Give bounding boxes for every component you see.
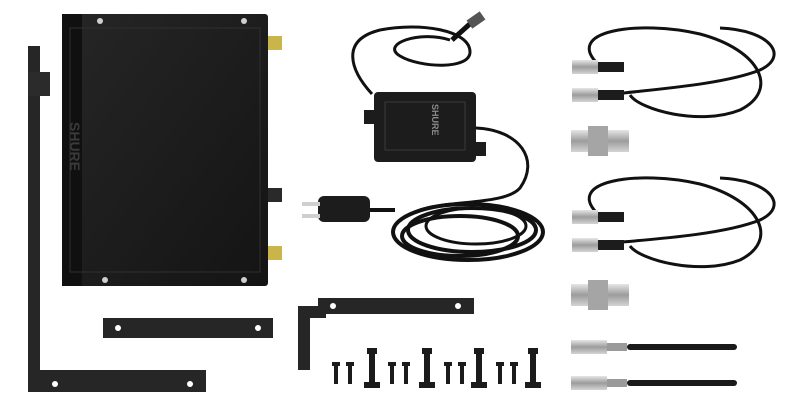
screw [525,348,541,388]
screw [332,362,340,384]
screw [458,362,466,384]
whip-antenna [571,340,737,354]
antenna-cable-2 [572,176,776,269]
screw [444,362,452,384]
screw [471,348,487,388]
receiver-brand-text: SHURE [67,122,83,171]
screw [364,348,380,388]
mounting-screws [332,348,541,388]
wireless-receiver: SHURE [62,14,282,286]
antenna-cable-1 [572,26,776,119]
screw [496,362,504,384]
screw [402,362,410,384]
screw [346,362,354,384]
bnc-barrel-connector [571,280,629,310]
long-rack-bracket [28,46,206,392]
flat-bracket [103,318,273,338]
power-adapter: SHURE [302,11,545,262]
whip-antenna [571,376,737,390]
bnc-barrel-connector [571,126,629,156]
screw [419,348,435,388]
screw [388,362,396,384]
short-rack-bracket [298,298,474,370]
adapter-brand-text: SHURE [430,104,440,136]
screw [510,362,518,384]
